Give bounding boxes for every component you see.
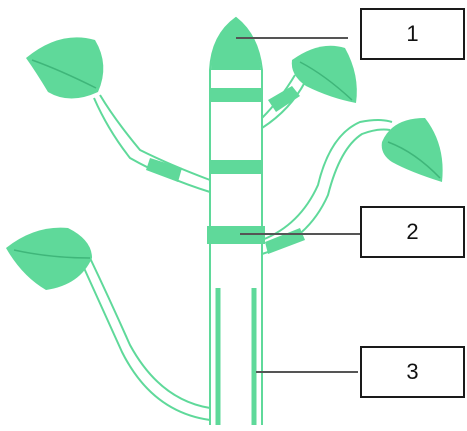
label-1-text: 1 [406,21,419,46]
shoot-apex [211,18,261,70]
stem-band [211,160,261,174]
label-box-1: 1 [360,8,465,60]
leaf-vein [31,59,97,89]
leaf-upper-left [26,37,104,99]
label-box-2: 2 [360,206,465,258]
branch-upper-right [261,74,306,129]
stem-band [211,88,261,102]
label-3-text: 3 [406,359,419,384]
leaf-vein [299,61,353,101]
label-box-3: 3 [360,346,465,398]
leaf-upper-right [291,45,357,103]
leaf-vein [13,249,91,259]
label-2-text: 2 [406,219,419,244]
stem-band [207,226,265,244]
leaf-lower-left [6,227,92,290]
branch-lower-left [83,257,211,421]
leaf-vein [387,141,441,179]
branch-upper-left [93,94,211,193]
